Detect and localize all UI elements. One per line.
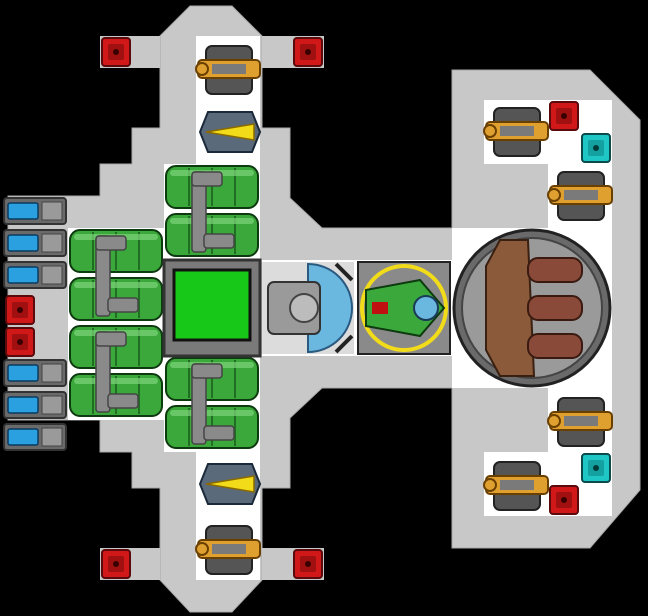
red-node[interactable] — [293, 37, 323, 67]
engine-flame — [205, 475, 255, 493]
weapon-mount[interactable] — [483, 461, 549, 511]
tank-shine — [170, 410, 254, 416]
blue-cell-cap — [41, 363, 63, 383]
red-node[interactable] — [293, 549, 323, 579]
weapon-core — [500, 480, 534, 490]
pilot-light — [372, 302, 388, 314]
weapon-core — [500, 126, 534, 136]
red-node-dot — [561, 113, 567, 119]
red-node[interactable] — [101, 549, 131, 579]
blue-cell-cap — [41, 395, 63, 415]
red-node-dot — [113, 49, 119, 55]
weapon-core — [564, 190, 598, 200]
red-node-dot — [561, 497, 567, 503]
blue-cell[interactable] — [3, 391, 67, 419]
red-node-dot — [305, 49, 311, 55]
blue-cell[interactable] — [3, 229, 67, 257]
pipe — [95, 331, 127, 347]
tank-shine — [74, 378, 158, 384]
weapon-mount[interactable] — [483, 107, 549, 157]
red-node-dot — [17, 339, 23, 345]
weapon-tip — [547, 188, 561, 202]
red-node[interactable] — [549, 485, 579, 515]
shield-module[interactable] — [262, 262, 354, 354]
blue-cell-glow — [7, 396, 39, 414]
pipe — [203, 425, 235, 441]
oxygen-room-screen — [172, 268, 252, 342]
weapon-tip — [547, 414, 561, 428]
cyan-node[interactable] — [581, 133, 611, 163]
dome-barrel — [527, 333, 583, 359]
weapon-core — [564, 416, 598, 426]
blue-cell-cap — [41, 265, 63, 285]
pipe — [95, 235, 127, 251]
red-node[interactable] — [101, 37, 131, 67]
blue-cell-glow — [7, 364, 39, 382]
pipe — [107, 297, 139, 313]
blue-cell-glow — [7, 428, 39, 446]
blue-cell-glow — [7, 234, 39, 252]
pipe — [191, 363, 223, 379]
green-tank — [165, 357, 259, 401]
cyan-node-dot — [593, 145, 599, 151]
weapon-core — [212, 544, 246, 554]
green-tank — [165, 165, 259, 209]
pilot-canopy — [413, 295, 439, 321]
pilot-hull — [365, 278, 446, 338]
artillery-dome[interactable] — [452, 228, 612, 388]
weapon-tip — [483, 124, 497, 138]
weapon-tip — [195, 62, 209, 76]
dome-housing — [485, 239, 536, 377]
blue-cell-glow — [7, 266, 39, 284]
engine-thruster[interactable] — [198, 111, 262, 153]
blue-cell[interactable] — [3, 423, 67, 451]
red-node-dot — [305, 561, 311, 567]
blue-cell-cap — [41, 233, 63, 253]
blue-cell[interactable] — [3, 197, 67, 225]
weapon-core — [212, 64, 246, 74]
pilot-ring — [360, 264, 448, 352]
cyan-node[interactable] — [581, 453, 611, 483]
blue-cell-cap — [41, 201, 63, 221]
pilot-room[interactable] — [357, 261, 451, 355]
red-node[interactable] — [5, 295, 35, 325]
weapon-tip — [483, 478, 497, 492]
weapon-mount[interactable] — [547, 171, 613, 221]
engine-thruster[interactable] — [198, 463, 262, 505]
red-node-dot — [113, 561, 119, 567]
green-tank — [69, 325, 163, 369]
dome-barrel — [527, 257, 583, 283]
weapon-mount[interactable] — [195, 45, 261, 95]
red-node[interactable] — [5, 327, 35, 357]
pipe — [203, 233, 235, 249]
blue-cell[interactable] — [3, 261, 67, 289]
blue-cell-cap — [41, 427, 63, 447]
blue-cell-glow — [7, 202, 39, 220]
weapon-mount[interactable] — [547, 397, 613, 447]
red-node-dot — [17, 307, 23, 313]
shield-hub — [289, 293, 319, 323]
tank-shine — [74, 282, 158, 288]
pipe — [107, 393, 139, 409]
blue-cell[interactable] — [3, 359, 67, 387]
weapon-mount[interactable] — [195, 525, 261, 575]
pipe — [191, 171, 223, 187]
red-node[interactable] — [549, 101, 579, 131]
cyan-node-dot — [593, 465, 599, 471]
shield-brackets — [334, 262, 354, 354]
dome-barrel — [527, 295, 583, 321]
engine-flame — [205, 123, 255, 141]
weapon-tip — [195, 542, 209, 556]
oxygen-room[interactable] — [162, 258, 262, 358]
tank-shine — [170, 218, 254, 224]
